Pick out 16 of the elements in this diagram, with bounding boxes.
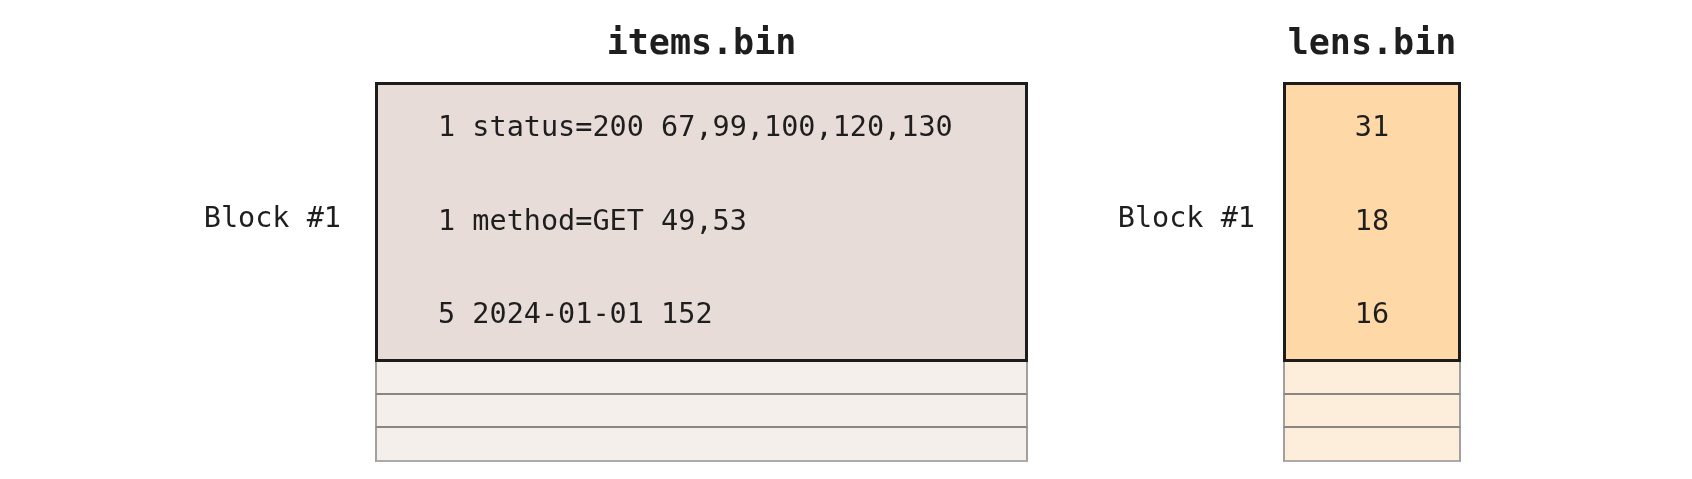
empty-block — [375, 428, 1028, 462]
block-label: Block #1 — [203, 201, 341, 236]
record-text: 5 2024-01-01 152 — [438, 297, 713, 332]
record-text: 31 — [1353, 110, 1391, 145]
empty-block — [1283, 362, 1461, 395]
record-text: 16 — [1353, 297, 1391, 332]
file-name: lens.bin — [1286, 21, 1458, 63]
record-text: 1 method=GET 49,53 — [438, 204, 747, 239]
empty-block — [1283, 428, 1461, 462]
record-text: 18 — [1353, 204, 1391, 239]
file-name: items.bin — [605, 21, 798, 63]
empty-block — [375, 395, 1028, 428]
record-text: 1 status=200 67,99,100,120,130 — [438, 110, 953, 145]
block-label: Block #1 — [1117, 201, 1255, 236]
empty-block — [1283, 395, 1461, 428]
empty-block — [375, 362, 1028, 395]
